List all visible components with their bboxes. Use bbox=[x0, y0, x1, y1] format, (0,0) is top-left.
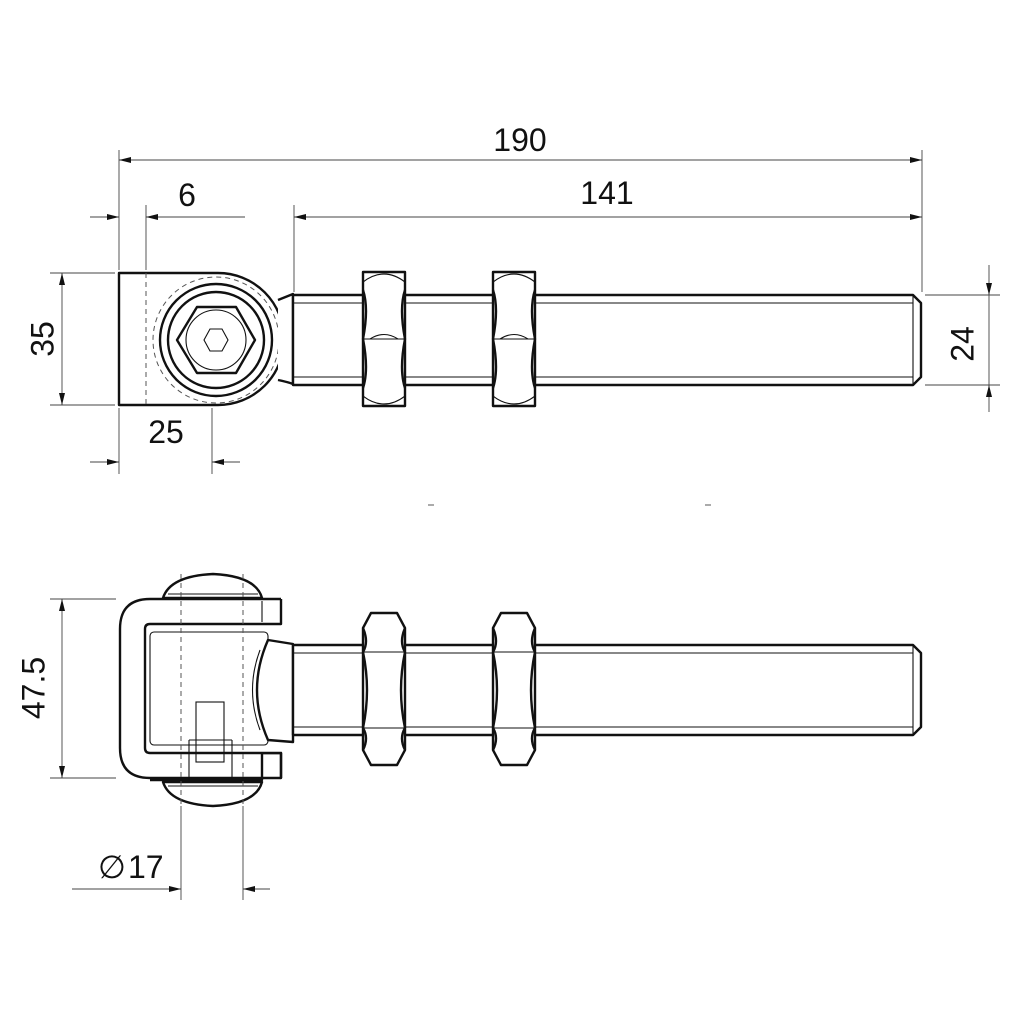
dim-bracket-height: 47.5 bbox=[15, 598, 116, 779]
dim-label-190: 190 bbox=[493, 122, 546, 158]
dim-thread-diameter: 24 bbox=[925, 265, 1000, 412]
hex-nut-2-side bbox=[491, 611, 537, 767]
dim-label-35: 35 bbox=[24, 321, 60, 357]
dim-label-6: 6 bbox=[178, 177, 196, 213]
bolt-head-inner bbox=[166, 290, 266, 390]
dim-overall-length: 190 bbox=[118, 122, 923, 292]
hex-bolt-head bbox=[175, 305, 257, 375]
bolt-head-outer bbox=[158, 282, 274, 398]
pin-head-bottom bbox=[161, 780, 264, 808]
side-view: 47.5 ∅ 17 bbox=[15, 572, 923, 900]
diameter-symbol-icon: ∅ bbox=[98, 849, 126, 885]
dim-label-17: 17 bbox=[128, 849, 164, 885]
dim-label-25: 25 bbox=[148, 414, 184, 450]
hex-nut-1-side bbox=[361, 611, 407, 767]
hex-nut-2-top bbox=[491, 270, 537, 408]
dim-thread-length: 141 bbox=[293, 175, 922, 292]
hex-nut-1-top bbox=[361, 270, 407, 408]
dim-eye-offset: 6 bbox=[90, 177, 245, 270]
dim-label-24: 24 bbox=[944, 326, 980, 362]
dim-label-47-5: 47.5 bbox=[15, 657, 51, 719]
dim-pin-diameter: ∅ 17 bbox=[72, 806, 270, 900]
dim-eye-width: 25 bbox=[90, 408, 240, 474]
pin-head-top bbox=[161, 572, 264, 600]
top-view: 190 141 6 35 25 bbox=[24, 122, 1000, 506]
dim-label-141: 141 bbox=[580, 175, 633, 211]
hex-socket-icon bbox=[203, 328, 229, 352]
dim-eye-height: 35 bbox=[24, 272, 115, 406]
